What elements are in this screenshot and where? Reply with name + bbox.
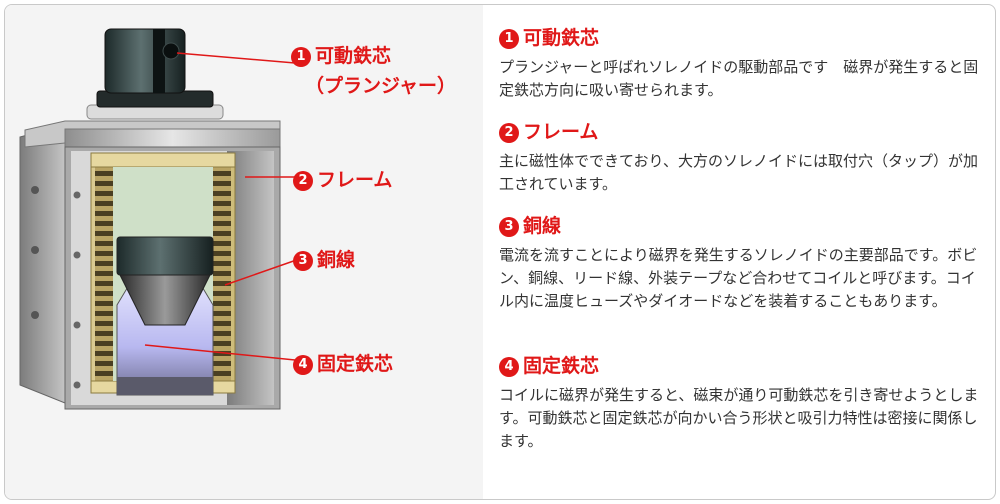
number-badge: 4: [293, 355, 313, 375]
section-title-text: 可動鉄芯: [523, 27, 600, 49]
callout-label: フレーム: [317, 169, 393, 191]
callout-label: 可動鉄芯: [315, 45, 392, 67]
number-badge: 2: [293, 171, 313, 191]
number-badge: 2: [499, 123, 519, 143]
number-badge: 4: [499, 357, 519, 377]
section-body: 主に磁性体でできており、大方のソレノイドには取付穴（タップ）が加工されています。: [499, 152, 978, 193]
number-badge: 1: [291, 47, 311, 67]
section-title-text: 銅線: [523, 215, 562, 237]
callout-plunger-sub: （プランジャー）: [305, 75, 457, 97]
frame-top-plate: [24, 120, 281, 148]
plunger-body: [116, 236, 214, 326]
plunger-top: [86, 28, 224, 120]
callout-label: 銅線: [317, 249, 356, 271]
section-title-text: フレーム: [523, 121, 599, 143]
section-title-text: 固定鉄芯: [523, 355, 600, 377]
section-body: コイルに磁界が発生すると、磁束が通り可動鉄芯を引き寄せようとします。可動鉄芯と固…: [499, 386, 979, 450]
solenoid-cutaway-diagram: [19, 28, 306, 410]
number-badge: 3: [499, 217, 519, 237]
frame-side-bracket: [19, 124, 66, 404]
number-badge: 3: [293, 251, 313, 271]
number-badge: 1: [499, 29, 519, 49]
section-body: 電流を流すことにより磁界を発生するソレノイドの主要部品です。ボビン、銅線、リード…: [499, 246, 978, 310]
section-body: プランジャーと呼ばれソレノイドの駆動部品です 磁界が発生すると固定鉄芯方向に吸い…: [499, 58, 979, 99]
callout-label: 固定鉄芯: [317, 353, 394, 375]
